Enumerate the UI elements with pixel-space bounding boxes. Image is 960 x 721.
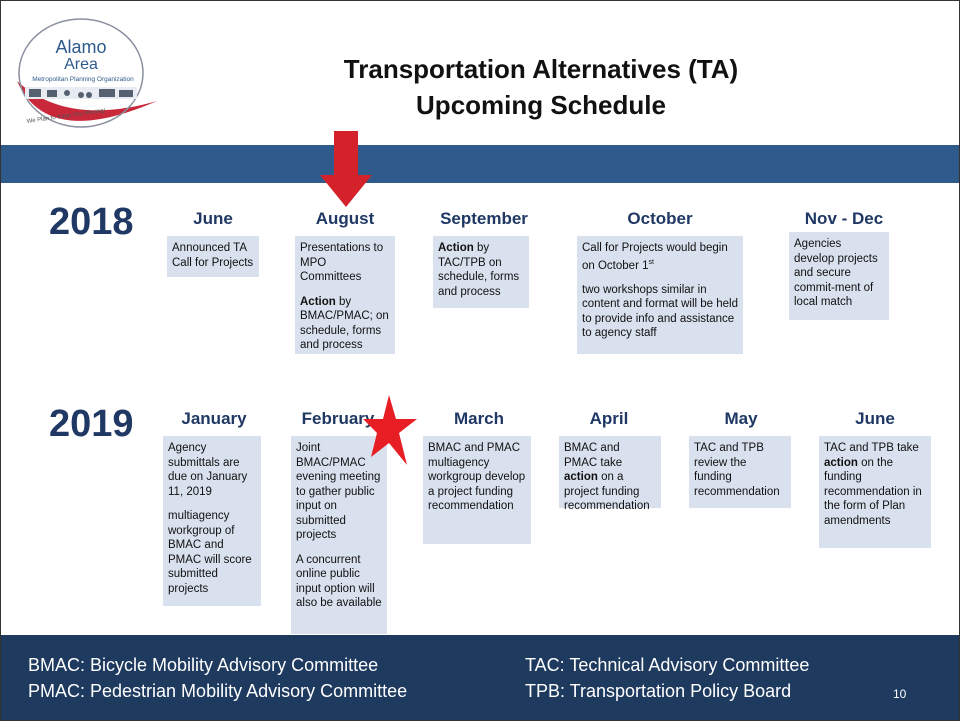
year-2018: 2018 — [49, 201, 134, 243]
text-august-2018-a: Presentations to MPO Committees — [300, 242, 384, 283]
title-divider-bar — [1, 145, 959, 183]
text-october-2018-b: two workshops similar in content and for… — [582, 283, 738, 340]
month-june-2018: June — [193, 209, 233, 228]
text-june-2018: Announced TA Call for Projects — [172, 242, 254, 269]
month-january-2019: January — [181, 409, 247, 428]
month-march-2019: March — [453, 409, 505, 428]
footer-tac: TAC: Technical Advisory Committee — [525, 655, 810, 675]
box-april-2019: BMAC and PMAC take action on a project f… — [559, 436, 661, 512]
month-april-2019: April — [589, 409, 629, 428]
text-may-2019: TAC and TPB review the funding recommend… — [694, 442, 780, 498]
footer-legend: BMAC: Bicycle Mobility Advisory Committe… — [1, 635, 959, 720]
year-2019: 2019 — [49, 403, 134, 445]
text-january-2019-a: Agency submittals are due on January 11,… — [168, 442, 248, 498]
box-nov-dec-2018: Agencies develop projects and secure com… — [789, 232, 889, 320]
box-may-2019: TAC and TPB review the funding recommend… — [689, 436, 791, 508]
box-february-2019: Joint BMAC/PMAC evening meeting to gathe… — [291, 436, 387, 634]
slide-title: Transportation Alternatives (TA) Upcomin… — [221, 51, 861, 123]
month-may-2019: May — [724, 409, 758, 428]
star-icon — [363, 395, 417, 470]
month-august-2018: August — [315, 209, 375, 228]
down-arrow-icon — [320, 131, 372, 212]
box-october-2018: Call for Projects would begin on October… — [577, 236, 743, 354]
text-september-2018: Action by TAC/TPB on schedule, forms and… — [438, 242, 520, 298]
text-february-2019-b: A concurrent online public input option … — [296, 553, 382, 610]
box-january-2019: Agency submittals are due on January 11,… — [163, 436, 261, 606]
text-august-2018-b: Action by BMAC/PMAC; on schedule, forms … — [300, 295, 389, 352]
title-line2: Upcoming Schedule — [416, 90, 666, 120]
month-september-2018: September — [440, 209, 528, 228]
text-nov-dec-2018: Agencies develop projects and secure com… — [794, 238, 878, 308]
text-february-2019-a: Joint BMAC/PMAC evening meeting to gathe… — [296, 442, 381, 541]
box-june-2019: TAC and TPB take action on the funding r… — [819, 436, 931, 548]
alamo-area-mpo-logo: Alamo Area Metropolitan Planning Organiz… — [7, 9, 167, 141]
title-line1: Transportation Alternatives (TA) — [343, 54, 739, 84]
box-june-2018: Announced TA Call for Projects — [167, 236, 259, 277]
footer-pmac: PMAC: Pedestrian Mobility Advisory Commi… — [28, 681, 408, 701]
logo-line1: Alamo — [55, 37, 106, 57]
month-february-2019: February — [301, 409, 375, 428]
text-january-2019-b: multiagency workgroup of BMAC and PMAC w… — [168, 510, 252, 595]
month-june-2019: June — [855, 409, 895, 428]
logo-line2: Area — [64, 56, 98, 73]
text-march-2019: BMAC and PMAC multiagency workgroup deve… — [428, 442, 526, 512]
logo-org: Metropolitan Planning Organization — [32, 76, 134, 83]
footer-tpb: TPB: Transportation Policy Board — [525, 681, 792, 701]
box-march-2019: BMAC and PMAC multiagency workgroup deve… — [423, 436, 531, 544]
month-nov-dec-2018: Nov - Dec — [804, 209, 884, 228]
month-october-2018: October — [627, 209, 693, 228]
box-august-2018: Presentations to MPO Committees Action b… — [295, 236, 395, 354]
text-october-2018-a: Call for Projects would begin on October… — [582, 242, 728, 272]
footer-bmac: BMAC: Bicycle Mobility Advisory Committe… — [28, 655, 379, 675]
text-april-2019: BMAC and PMAC take action on a project f… — [564, 442, 650, 512]
page-number: 10 — [893, 687, 907, 701]
text-june-2019: TAC and TPB take action on the funding r… — [824, 442, 922, 527]
box-september-2018: Action by TAC/TPB on schedule, forms and… — [433, 236, 529, 308]
